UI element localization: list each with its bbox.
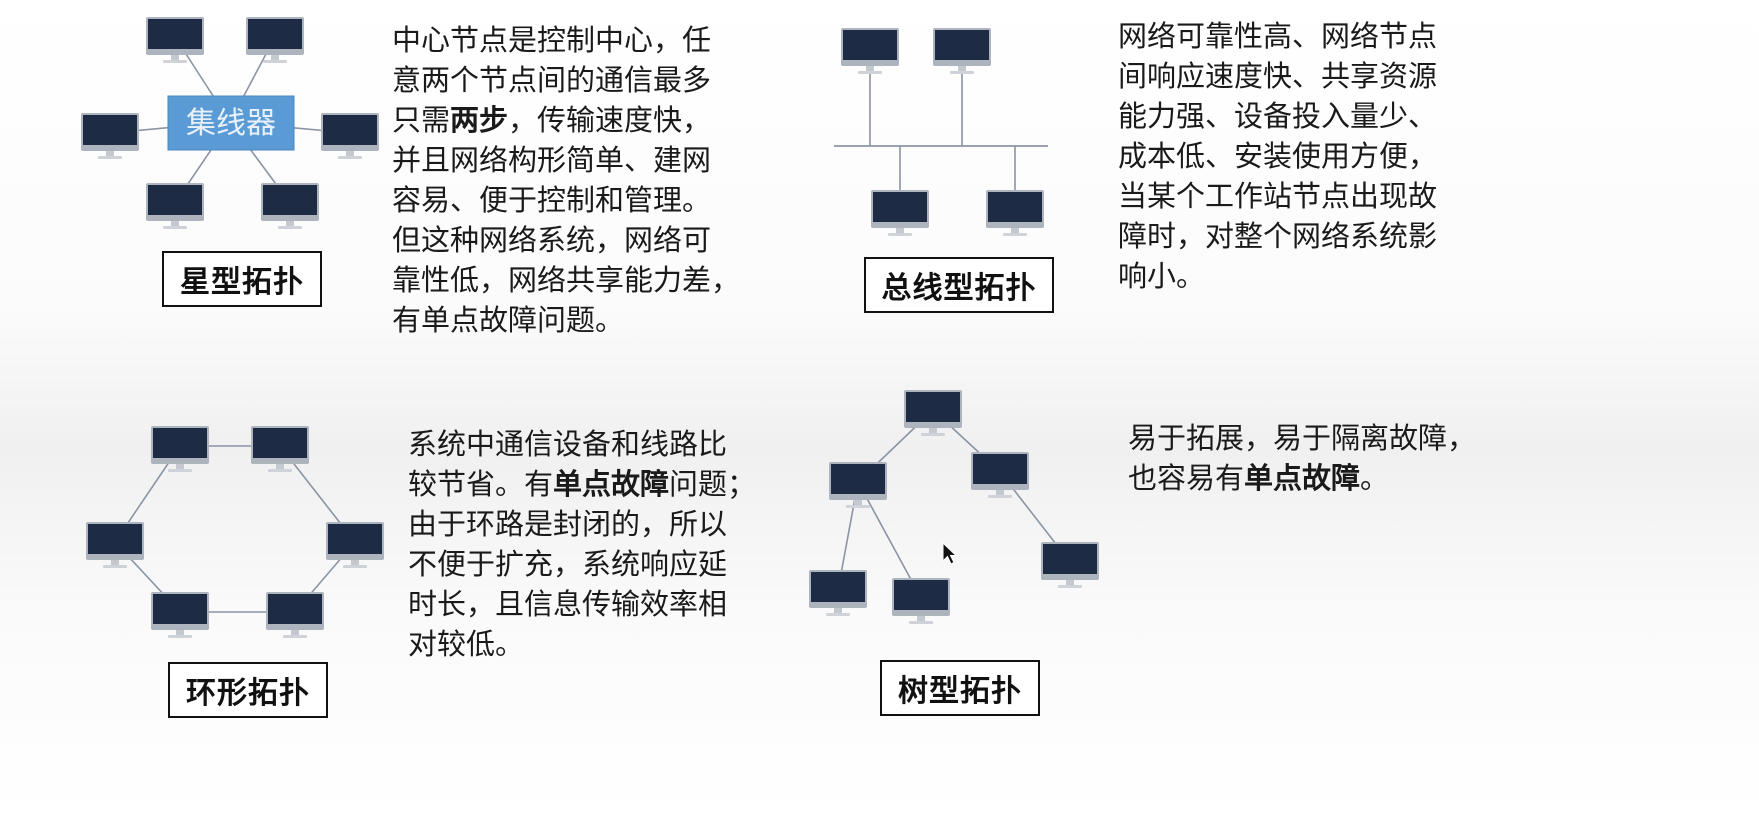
computer-monitor-icon (86, 522, 144, 568)
description-text: 中心节点是控制中心，任 意两个节点间的通信最多 只需 (392, 23, 712, 137)
computer-monitor-icon (81, 113, 139, 159)
bus-topology-panel: 总线型拓扑 (820, 0, 1120, 360)
tree-topology-diagram (809, 390, 1099, 624)
computer-monitor-icon (326, 522, 384, 568)
computer-monitor-icon (933, 28, 991, 74)
computer-monitor-icon (266, 592, 324, 638)
tree-topology-panel: 树型拓扑 (800, 380, 1120, 814)
description-text: ，传输速度快， 并且网络构形简单、建网 容易、便于控制和管理。 但这种网络系统，… (392, 103, 741, 337)
star-topology-diagram: 集线器 (81, 17, 379, 229)
computer-monitor-icon (971, 452, 1029, 498)
computer-monitor-icon (1041, 542, 1099, 588)
description-text: 系统中通信设备和线路比 较节省。有 (408, 427, 728, 501)
computer-monitor-icon (892, 578, 950, 624)
description-text: 问题； 由于环路是封闭的，所以 不便于扩充，系统响应延 时长，且信息传输效率相 … (408, 467, 757, 661)
computer-monitor-icon (829, 462, 887, 508)
hub-box (167, 95, 295, 151)
computer-monitor-icon (146, 183, 204, 229)
ring-topology-title: 环形拓扑 (168, 662, 328, 718)
computer-monitor-icon (871, 190, 929, 236)
ring-topology-diagram (86, 426, 384, 638)
computer-monitor-icon (246, 17, 304, 63)
tree-topology-description: 易于拓展，易于隔离故障， 也容易有单点故障。 (1128, 418, 1528, 498)
bus-topology-title: 总线型拓扑 (864, 257, 1054, 313)
star-topology-panel: 集线器 星型拓扑 (0, 0, 400, 360)
emphasis-text: 单点故障 (1244, 461, 1361, 495)
computer-monitor-icon (841, 28, 899, 74)
star-topology-description: 中心节点是控制中心，任 意两个节点间的通信最多 只需两步，传输速度快， 并且网络… (392, 20, 772, 340)
computer-monitor-icon (321, 113, 379, 159)
computer-monitor-icon (809, 570, 867, 616)
computer-monitor-icon (251, 426, 309, 472)
bus-topology-diagram (834, 28, 1048, 236)
ring-topology-description: 系统中通信设备和线路比 较节省。有单点故障问题； 由于环路是封闭的，所以 不便于… (408, 424, 788, 664)
description-text: 网络可靠性高、网络节点 间响应速度快、共享资源 能力强、设备投入量少、 成本低、… (1118, 19, 1438, 293)
computer-monitor-icon (151, 592, 209, 638)
description-text: 易于拓展，易于隔离故障， 也容易有 (1128, 421, 1477, 495)
mouse-cursor-icon (942, 542, 958, 565)
tree-topology-title: 树型拓扑 (880, 660, 1040, 716)
description-text: 。 (1360, 461, 1390, 495)
star-topology-title: 星型拓扑 (162, 251, 322, 307)
emphasis-text: 两步 (450, 103, 509, 137)
computer-monitor-icon (151, 426, 209, 472)
computer-monitor-icon (904, 390, 962, 436)
computer-monitor-icon (261, 183, 319, 229)
ring-topology-panel: 环形拓扑 (0, 400, 400, 814)
bus-topology-description: 网络可靠性高、网络节点 间响应速度快、共享资源 能力强、设备投入量少、 成本低、… (1118, 16, 1498, 296)
hub-label: 集线器 (186, 106, 276, 141)
computer-monitor-icon (986, 190, 1044, 236)
emphasis-text: 单点故障 (553, 467, 670, 501)
computer-monitor-icon (146, 17, 204, 63)
